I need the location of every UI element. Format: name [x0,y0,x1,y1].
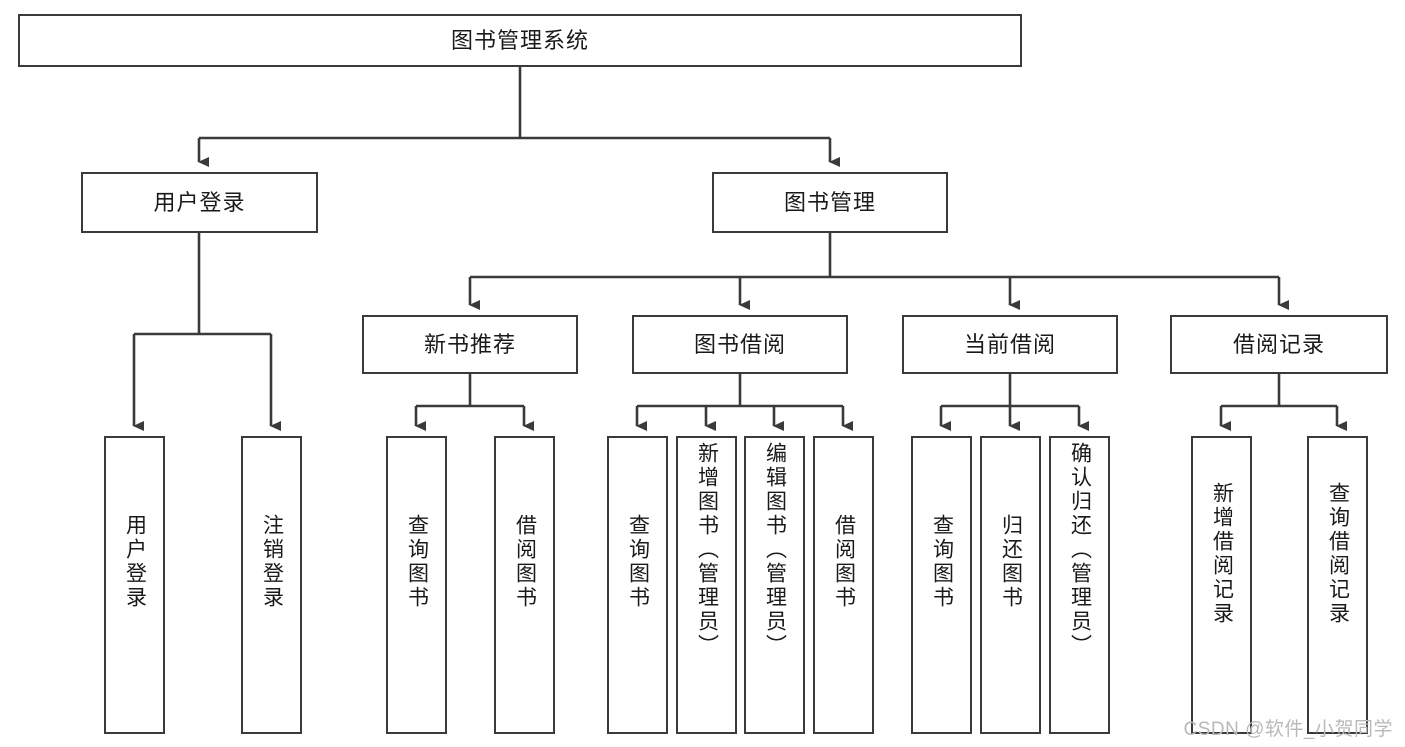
leaf-book-borrow-borrow[interactable]: 借阅图书 [813,436,874,734]
leaf-new-book-query-label: 查询图书 [405,514,429,610]
leaf-book-borrow-add-label: 新增图书（管理员） [695,442,719,658]
leaf-book-borrow-query-label: 查询图书 [626,514,650,610]
leaf-current-borrow-return-label: 归还图书 [999,514,1023,610]
node-root-label: 图书管理系统 [450,27,589,53]
leaf-borrow-record-add[interactable]: 新增借阅记录 [1191,436,1252,734]
leaf-book-borrow-borrow-label: 借阅图书 [832,514,856,610]
leaf-current-borrow-query-label: 查询图书 [930,514,954,610]
leaf-user-login-signout[interactable]: 注销登录 [241,436,302,734]
node-borrow-record[interactable]: 借阅记录 [1170,315,1388,374]
node-new-book-recommend-label: 新书推荐 [423,331,516,357]
leaf-new-book-query[interactable]: 查询图书 [386,436,447,734]
node-root[interactable]: 图书管理系统 [18,14,1022,67]
node-book-borrow-label: 图书借阅 [693,331,786,357]
leaf-new-book-borrow-label: 借阅图书 [513,514,537,610]
leaf-new-book-borrow[interactable]: 借阅图书 [494,436,555,734]
node-borrow-record-label: 借阅记录 [1232,331,1325,357]
leaf-book-borrow-query[interactable]: 查询图书 [607,436,668,734]
leaf-current-borrow-confirm-label: 确认归还（管理员） [1068,442,1092,658]
node-book-management-label: 图书管理 [783,189,876,215]
csdn-watermark: CSDN @软件_小贺同学 [1183,719,1393,740]
node-book-management[interactable]: 图书管理 [712,172,948,233]
node-book-borrow[interactable]: 图书借阅 [632,315,848,374]
leaf-book-borrow-add[interactable]: 新增图书（管理员） [676,436,737,734]
leaf-current-borrow-confirm[interactable]: 确认归还（管理员） [1049,436,1110,734]
leaf-borrow-record-add-label: 新增借阅记录 [1210,482,1234,626]
node-current-borrow-label: 当前借阅 [963,331,1056,357]
leaf-user-login-signout-label: 注销登录 [260,514,284,610]
leaf-user-login-signin-label: 用户登录 [123,514,147,610]
node-current-borrow[interactable]: 当前借阅 [902,315,1118,374]
node-new-book-recommend[interactable]: 新书推荐 [362,315,578,374]
node-user-login-label: 用户登录 [153,189,246,215]
leaf-borrow-record-query-label: 查询借阅记录 [1326,482,1350,626]
leaf-book-borrow-edit[interactable]: 编辑图书（管理员） [744,436,805,734]
node-user-login[interactable]: 用户登录 [81,172,318,233]
leaf-user-login-signin[interactable]: 用户登录 [104,436,165,734]
leaf-borrow-record-query[interactable]: 查询借阅记录 [1307,436,1368,734]
leaf-book-borrow-edit-label: 编辑图书（管理员） [763,442,787,658]
leaf-current-borrow-query[interactable]: 查询图书 [911,436,972,734]
leaf-current-borrow-return[interactable]: 归还图书 [980,436,1041,734]
